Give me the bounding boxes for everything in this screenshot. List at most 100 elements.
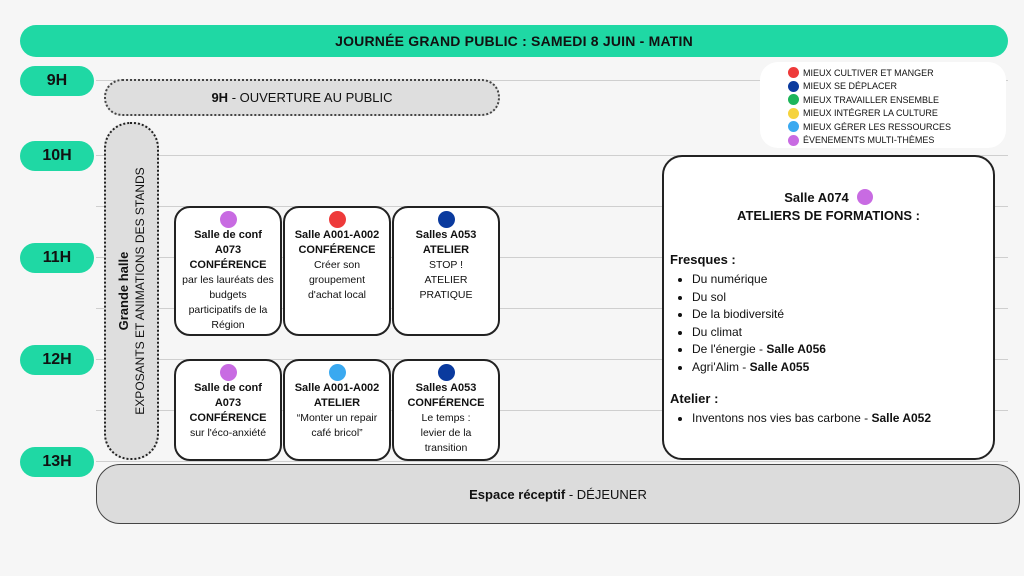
desc-line: transition [424, 442, 468, 454]
list-item: Agri'Alim - Salle A055 [692, 359, 987, 377]
list-item: De l'énergie - Salle A056 [692, 341, 987, 359]
hour-11h: 11H [20, 243, 94, 273]
legend-item: ÉVENEMENTS MULTI-THÈMES [788, 134, 1006, 148]
atelier-list: Inventons nos vies bas carbone - Salle A… [670, 410, 987, 428]
gridline [96, 308, 1008, 309]
opening-text: - OUVERTURE AU PUBLIC [228, 90, 393, 105]
session-type: CONFÉRENCE [189, 412, 267, 424]
session-type: CONFÉRENCE [298, 244, 376, 256]
desc-line: levier de la [420, 427, 472, 439]
legend-label: MIEUX TRAVAILLER ENSEMBLE [803, 94, 940, 105]
legend-dot [788, 121, 799, 133]
session-card: Salle A001-A002 ATELIER “Monter un repai… [283, 359, 391, 461]
item-text: Inventons nos vies bas carbone - [692, 411, 872, 425]
item-text: Du climat [692, 324, 743, 339]
page-title: JOURNÉE GRAND PUBLIC : SAMEDI 8 JUIN - M… [20, 25, 1008, 57]
lunch-place: Espace réceptif [469, 486, 566, 502]
legend-item: MIEUX INTÉGRER LA CULTURE [788, 107, 1006, 121]
desc-line: STOP ! [428, 259, 464, 271]
desc-line: d'achat local [307, 289, 367, 301]
room-heading: Salle A074 ATELIERS DE FORMATIONS : [670, 189, 987, 225]
desc-line: Région [211, 319, 245, 331]
theme-dot [328, 364, 346, 381]
room-a074-card: Salle A074 ATELIERS DE FORMATIONS : Fres… [662, 155, 995, 460]
desc-line: Créer son [313, 259, 361, 271]
item-room: Salle A052 [871, 411, 932, 425]
theme-dot [437, 211, 455, 228]
room-subtitle: ATELIERS DE FORMATIONS : [737, 208, 920, 223]
session-room: Salle A001-A002 [294, 382, 380, 394]
session-type: ATELIER [313, 397, 361, 409]
item-room: Salle A055 [749, 359, 810, 374]
gridline [96, 80, 1008, 81]
session-card: Salle A001-A002 CONFÉRENCE Créer son grou… [283, 206, 391, 336]
halle-subtitle: EXPOSANTS ET ANIMATIONS DES STANDS [132, 167, 147, 415]
legend-dot [788, 94, 799, 106]
theme-dot [437, 364, 455, 381]
fresques-list: Du numérique Du sol De la biodiversité D… [670, 271, 987, 376]
session-description: Le temps : levier de la transition [398, 411, 494, 456]
item-text: Agri'Alim - [692, 359, 750, 374]
fresques-label: Fresques : [670, 252, 736, 267]
list-item: Inventons nos vies bas carbone - Salle A… [692, 410, 987, 428]
theme-dot [219, 364, 237, 381]
legend-dot [788, 80, 799, 92]
session-card: Salles A053 CONFÉRENCE Le temps :levier … [392, 359, 500, 461]
item-text: De l'énergie - [692, 342, 767, 356]
theme-dot [219, 211, 237, 228]
hour-12h: 12H [20, 345, 94, 375]
session-description: Créer son groupement d'achat local [289, 258, 385, 303]
grande-halle-block: Grande halle EXPOSANTS ET ANIMATIONS DES… [104, 122, 159, 460]
desc-line: ATELIER PRATIQUE [419, 274, 473, 301]
item-text: Du numérique [692, 272, 768, 286]
room-name: Salle A074 [784, 190, 849, 205]
hour-9h: 9H [20, 66, 94, 96]
desc-line: “Monter un repair [296, 412, 378, 424]
list-item: Du sol [692, 289, 987, 307]
session-description: “Monter un repair café bricol” [289, 411, 385, 441]
legend-label: MIEUX GÉRER LES RESSOURCES [803, 121, 952, 132]
legend-label: MIEUX SE DÉPLACER [803, 81, 898, 92]
desc-line: par les lauréats des [182, 274, 274, 286]
session-room: Salle A001-A002 [294, 229, 380, 241]
opening-banner: 9H - OUVERTURE AU PUBLIC [104, 79, 500, 116]
legend-item: MIEUX TRAVAILLER ENSEMBLE [788, 93, 1006, 107]
desc-line: groupement [308, 274, 366, 286]
legend-item: MIEUX SE DÉPLACER [788, 80, 1006, 94]
session-description: STOP ! ATELIER PRATIQUE [398, 258, 494, 303]
session-room-line: A073 [214, 397, 242, 409]
halle-title: Grande halle [115, 251, 131, 331]
legend-dot [788, 107, 799, 119]
hour-10h: 10H [20, 141, 94, 171]
session-room: Salles A053 [415, 229, 477, 241]
session-card: Salles A053 ATELIER STOP !ATELIER PRATIQ… [392, 206, 500, 336]
legend-label: MIEUX CULTIVER ET MANGER [803, 67, 934, 78]
session-description: par les lauréats des budgets participatifs… [180, 273, 276, 333]
item-text: De la biodiversité [692, 307, 785, 321]
desc-line: Le temps : [421, 412, 471, 424]
desc-line: café bricol” [311, 427, 363, 439]
theme-dot [328, 211, 346, 228]
lunch-text: - DÉJEUNER [565, 486, 647, 502]
legend-item: MIEUX CULTIVER ET MANGER [788, 66, 1006, 80]
item-room: Salle A056 [766, 342, 826, 356]
legend-item: MIEUX GÉRER LES RESSOURCES [788, 120, 1006, 134]
lunch-banner: Espace réceptif - DÉJEUNER [96, 464, 1020, 524]
session-room-line: Salle de conf [194, 229, 262, 241]
theme-dot [856, 189, 873, 205]
desc-line: budgets [209, 289, 247, 301]
list-item: Du climat [692, 324, 987, 342]
legend-label: MIEUX INTÉGRER LA CULTURE [803, 108, 938, 119]
list-item: De la biodiversité [692, 306, 987, 324]
gridline [96, 461, 1008, 462]
item-text: Du sol [692, 289, 727, 304]
gridline [96, 257, 1008, 258]
session-room-line: Salle de conf [194, 382, 262, 394]
desc-line: participatifs de la [188, 304, 268, 316]
session-description: sur l'éco-anxiété [189, 427, 267, 439]
theme-legend: MIEUX CULTIVER ET MANGER MIEUX SE DÉPLAC… [760, 62, 1006, 148]
